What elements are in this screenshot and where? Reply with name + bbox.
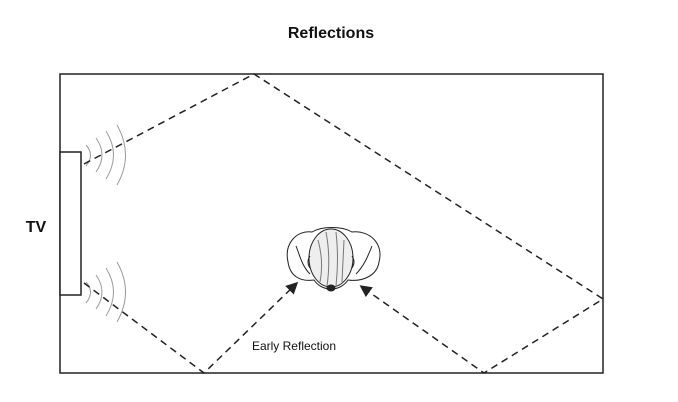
tv-label: TV — [26, 219, 47, 236]
diagram-title: Reflections — [288, 25, 374, 42]
sound-wave-top-icon — [85, 124, 126, 186]
sound-wave-bottom-icon — [85, 261, 126, 323]
tv — [59, 151, 82, 296]
reflection-path-long — [83, 73, 605, 374]
listener-icon — [286, 227, 381, 292]
early-reflection-label: Early Reflection — [252, 339, 336, 353]
room-outline — [59, 73, 604, 374]
early-reflection-path — [83, 281, 299, 374]
